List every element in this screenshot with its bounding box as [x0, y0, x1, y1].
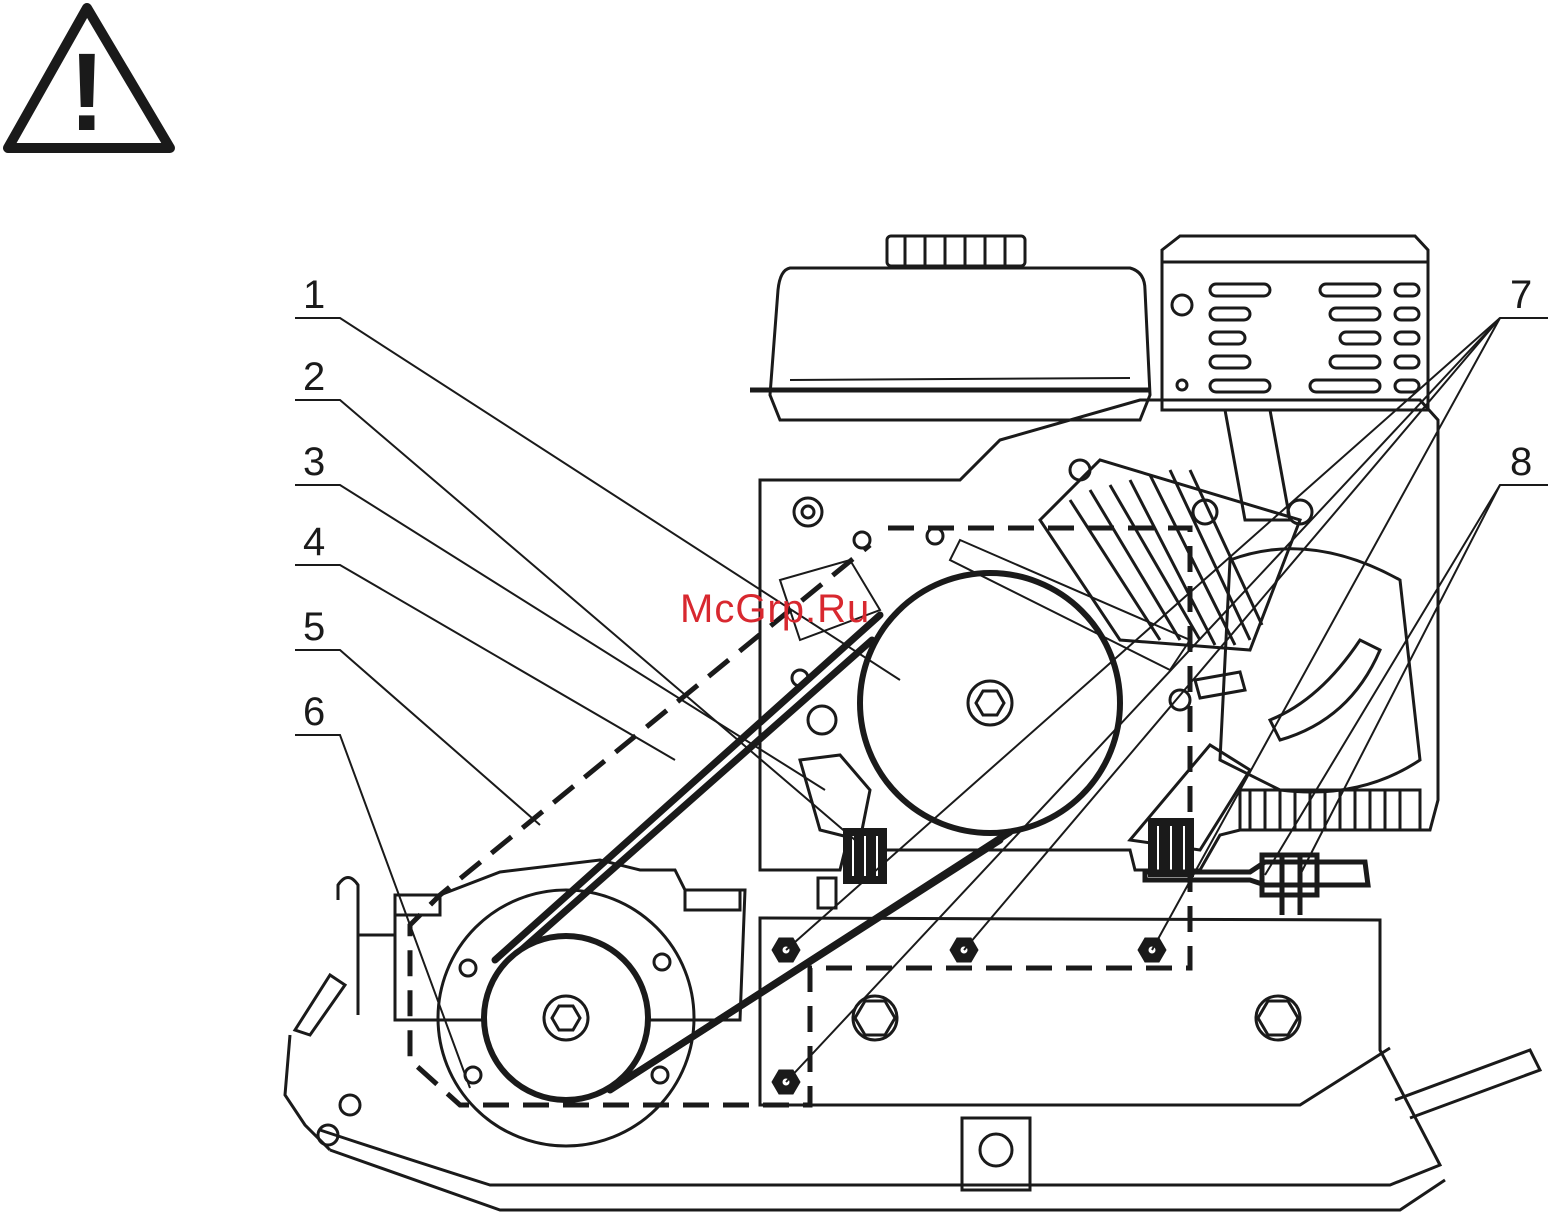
warning-exclamation-mark: ! [69, 31, 106, 154]
exciter-pulley [484, 936, 648, 1100]
watermark-text: McGrp.Ru [680, 587, 870, 631]
fuel-cap [887, 236, 1025, 266]
callout-6: 6 [303, 690, 325, 734]
engine [750, 236, 1438, 870]
callout-7: 7 [1510, 273, 1532, 317]
callout-labels: 1 2 3 4 5 6 7 8 [303, 273, 1532, 734]
callout-8: 8 [1510, 440, 1532, 484]
engine-mount-nuts [772, 938, 1166, 1094]
callout-5: 5 [303, 605, 325, 649]
callout-1: 1 [303, 273, 325, 317]
fuel-tank [770, 268, 1150, 420]
callout-leaders [295, 318, 1548, 1088]
callout-4: 4 [303, 520, 325, 564]
callout-3: 3 [303, 440, 325, 484]
cylinder-head [1040, 460, 1300, 650]
warning-triangle-icon: ! [8, 8, 170, 154]
crankcase-fins [1240, 790, 1420, 830]
base-frame [285, 860, 1540, 1210]
callout-2: 2 [303, 355, 325, 399]
muffler-guard [1162, 236, 1428, 410]
engine-drive-pulley [860, 573, 1120, 833]
